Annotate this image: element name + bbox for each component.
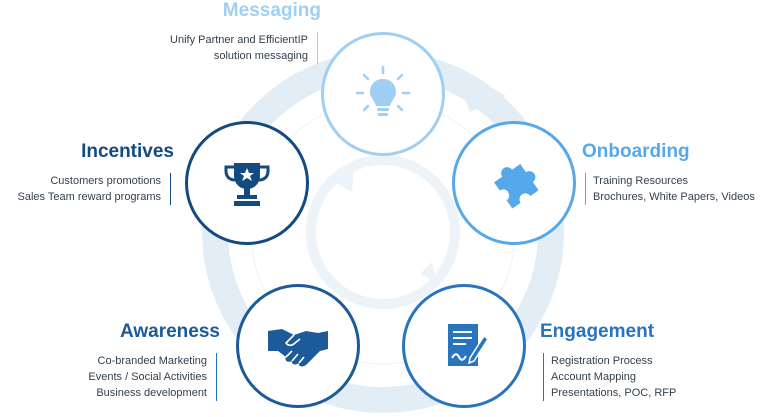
incentives-block: Incentives Customers promotions Sales Te… [18,141,174,205]
cycle-arrow-head [452,66,506,112]
onboarding-block: Onboarding Training Resources Brochures,… [582,141,755,205]
stage-description: Unify Partner and EfficientIP solution m… [170,32,318,64]
document-pen-icon [448,324,490,366]
description-line: Unify Partner and EfficientIP [170,34,308,46]
description-line: Events / Social Activities [88,371,207,383]
puzzle-piece-icon [494,163,539,209]
description-line: Customers promotions [50,175,161,187]
handshake-icon [268,329,328,367]
stage-title: Engagement [540,321,655,342]
lightbulb-icon [355,65,411,116]
messaging-node [321,32,445,156]
description-line: Brochures, White Papers, Videos [593,191,755,203]
awareness-block: Awareness Co-branded Marketing Events / … [88,321,220,401]
engagement-block: Engagement Registration Process Account … [540,321,676,401]
description-line: Sales Team reward programs [17,191,161,203]
stage-title: Incentives [81,141,174,162]
description-line: Presentations, POC, RFP [551,387,677,399]
inner-arrow-head [335,170,354,192]
engagement-node [402,284,526,408]
description-line: Co-branded Marketing [97,355,207,367]
description-line: Account Mapping [551,371,636,383]
stage-description: Co-branded Marketing Events / Social Act… [88,353,217,401]
awareness-node [236,284,360,408]
description-line: Training Resources [593,175,688,187]
messaging-block: Messaging Unify Partner and EfficientIP … [170,0,321,64]
inner-arrow-head [420,262,436,282]
stage-description: Training Resources Brochures, White Pape… [585,173,755,205]
incentives-node [185,121,309,245]
stage-description: Registration Process Account Mapping Pre… [543,353,676,401]
description-line: Business development [96,387,207,399]
trophy-icon [224,163,270,206]
stage-title: Awareness [120,321,220,342]
onboarding-node [452,121,576,245]
inner-cycle-ring [306,155,460,309]
stage-title: Messaging [222,0,321,21]
description-line: Registration Process [551,355,653,367]
description-line: solution messaging [213,50,308,62]
stage-description: Customers promotions Sales Team reward p… [18,173,171,205]
stage-title: Onboarding [582,141,690,162]
